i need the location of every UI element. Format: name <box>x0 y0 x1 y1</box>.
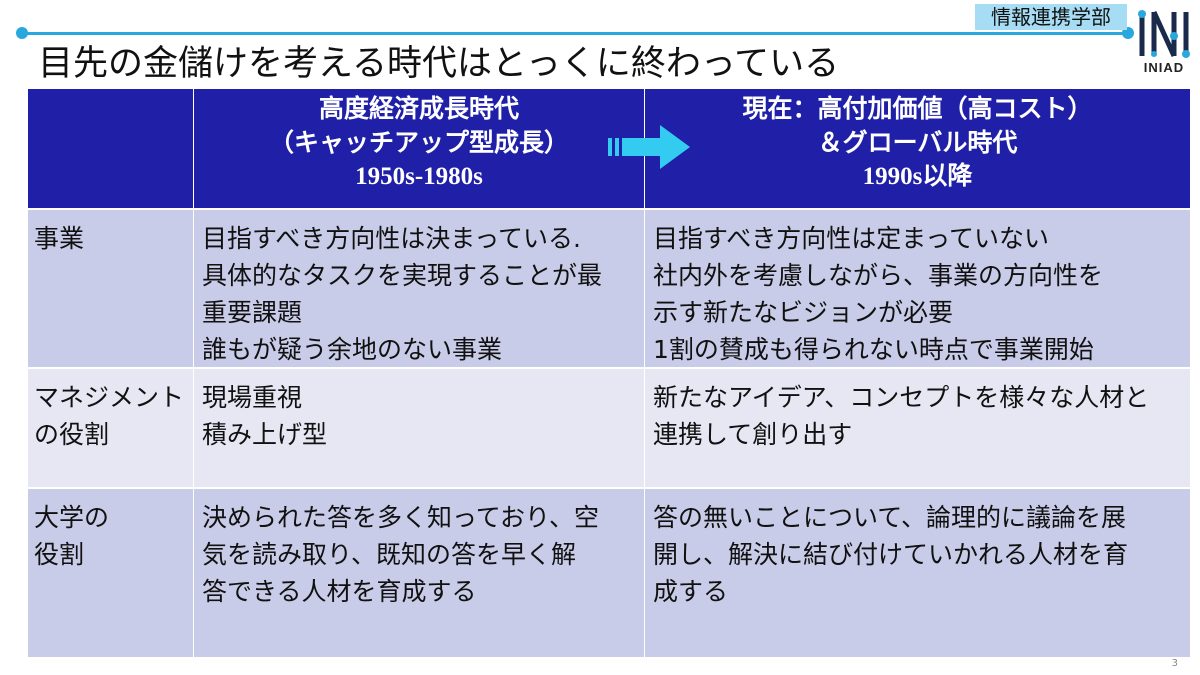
row-past-cell: 決められた答を多く知っており、空 気を読み取り、既知の答を早く解 答できる人材を… <box>193 489 644 657</box>
header-rule-dot-right <box>1122 27 1134 39</box>
row-label: 事業 <box>34 224 85 253</box>
row-past-cell: 現場重視 積み上げ型 <box>193 369 644 487</box>
header-past-years: 1950s-1980s <box>355 163 483 190</box>
row-label: 大学の 役割 <box>34 503 110 569</box>
header-empty-cell <box>28 89 193 208</box>
row-past-cell: 目指すべき方向性は決まっている. 具体的なタスクを実現することが最 重要課題 誰… <box>193 210 644 367</box>
header-past-title: 高度経済成長時代 <box>318 94 519 123</box>
logo-text: INIAD <box>1143 60 1185 75</box>
slide-title: 目先の金儲けを考える時代はとっくに終わっている <box>38 44 840 84</box>
table-row: マネジメント の役割 現場重視 積み上げ型 新たなアイデア、コンセプトを様々な人… <box>28 369 1190 487</box>
header-present-years: 1990s以降 <box>862 163 973 190</box>
row-present-cell: 新たなアイデア、コンセプトを様々な人材と 連携して創り出す <box>644 369 1190 487</box>
header-rule-dot-left <box>16 27 28 39</box>
department-label: 情報連携学部 <box>975 4 1127 30</box>
header-present-subtitle: ＆グローバル時代 <box>817 128 1018 157</box>
row-label: マネジメント の役割 <box>34 383 185 449</box>
header-present-era: 現在：高付加価値（高コスト） ＆グローバル時代 1990s以降 <box>644 89 1190 208</box>
header-rule <box>22 32 1128 35</box>
comparison-table: 高度経済成長時代 （キャッチアップ型成長） 1950s-1980s 現在：高付加… <box>28 89 1190 657</box>
table-row: 事業 目指すべき方向性は決まっている. 具体的なタスクを実現することが最 重要課… <box>28 210 1190 367</box>
page-number: 3 <box>1171 658 1178 669</box>
header-past-subtitle: （キャッチアップ型成長） <box>268 128 569 157</box>
iniad-logo-icon <box>1138 10 1190 58</box>
table-row: 大学の 役割 決められた答を多く知っており、空 気を読み取り、既知の答を早く解 … <box>28 489 1190 657</box>
row-present-cell: 目指すべき方向性は定まっていない 社内外を考慮しながら、事業の方向性を 示す新た… <box>644 210 1190 367</box>
header-past-era: 高度経済成長時代 （キャッチアップ型成長） 1950s-1980s <box>193 89 644 208</box>
header-present-title: 現在：高付加価値（高コスト） <box>742 94 1093 123</box>
right-arrow-icon <box>608 125 690 169</box>
row-present-cell: 答の無いことについて、論理的に議論を展 開し、解決に結び付けていかれる人材を育 … <box>644 489 1190 657</box>
